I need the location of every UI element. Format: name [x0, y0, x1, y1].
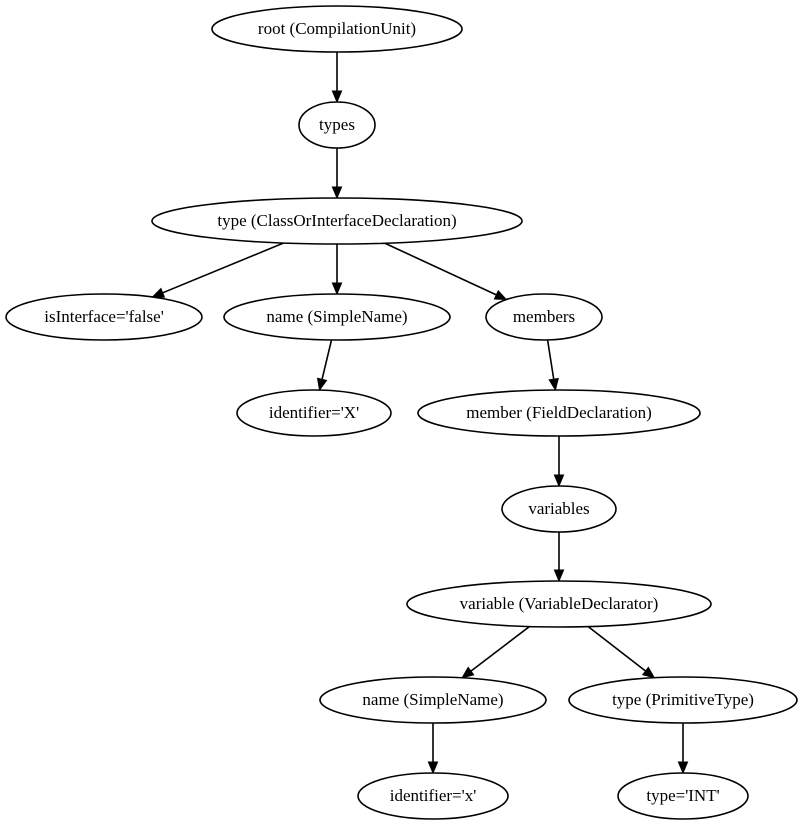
edge-arrowhead-icon [553, 474, 565, 488]
graph-node-type_cid[interactable]: type (ClassOrInterfaceDeclaration) [151, 197, 523, 245]
node-ellipse-type_INT [617, 772, 749, 820]
node-label-name_simple2: name (SimpleName) [362, 690, 503, 709]
node-label-members: members [513, 307, 575, 326]
graph-edge [321, 339, 333, 380]
node-label-ident_X: identifier='X' [269, 403, 359, 422]
edges-layer [151, 52, 689, 775]
node-label-type_cid: type (ClassOrInterfaceDeclaration) [217, 211, 456, 230]
edge-arrowhead-icon [548, 377, 559, 392]
node-ellipse-type_prim [568, 676, 798, 724]
node-label-type_INT: type='INT' [646, 786, 719, 805]
edge-arrowhead-icon [331, 90, 343, 104]
node-label-ident_x: identifier='x' [390, 786, 477, 805]
node-label-isinterface: isInterface='false' [44, 307, 164, 326]
node-ellipse-variable_vd [406, 580, 712, 628]
node-ellipse-isinterface [5, 293, 203, 341]
node-ellipse-type_cid [151, 197, 523, 245]
graph-node-isinterface[interactable]: isInterface='false' [5, 293, 203, 341]
graph-edge [162, 242, 284, 294]
edge-arrowhead-icon [427, 761, 439, 775]
edge-arrowhead-icon [493, 289, 508, 301]
graph-node-type_INT[interactable]: type='INT' [617, 772, 749, 820]
node-label-name_simple: name (SimpleName) [266, 307, 407, 326]
node-label-member_fd: member (FieldDeclaration) [466, 403, 652, 422]
graph-edge [587, 625, 647, 672]
node-ellipse-name_simple2 [319, 676, 547, 724]
node-ellipse-ident_X [236, 389, 392, 437]
node-ellipse-name_simple [223, 293, 451, 341]
nodes-layer: root (CompilationUnit) types type (ClassOr… [5, 5, 798, 820]
graph-node-root[interactable]: root (CompilationUnit) [211, 5, 463, 53]
node-label-variables: variables [528, 499, 589, 518]
graph-node-variable_vd[interactable]: variable (VariableDeclarator) [406, 580, 712, 628]
edge-arrowhead-icon [461, 666, 475, 679]
node-label-root: root (CompilationUnit) [258, 19, 416, 38]
edge-arrowhead-icon [553, 569, 565, 583]
graph-node-name_simple2[interactable]: name (SimpleName) [319, 676, 547, 724]
node-label-type_prim: type (PrimitiveType) [612, 690, 754, 709]
graph-node-name_simple[interactable]: name (SimpleName) [223, 293, 451, 341]
edge-arrowhead-icon [151, 287, 166, 298]
graph-node-members[interactable]: members [485, 293, 603, 341]
node-ellipse-types [298, 101, 376, 149]
node-ellipse-member_fd [417, 389, 701, 437]
graph-edge [470, 625, 530, 672]
graph-node-ident_X[interactable]: identifier='X' [236, 389, 392, 437]
edge-arrowhead-icon [641, 666, 656, 679]
node-ellipse-root [211, 5, 463, 53]
graph-node-types[interactable]: types [298, 101, 376, 149]
node-label-variable_vd: variable (VariableDeclarator) [460, 594, 659, 613]
graph-node-variables[interactable]: variables [501, 485, 617, 533]
node-label-types: types [319, 115, 355, 134]
graph-edge [384, 242, 497, 296]
edge-arrowhead-icon [331, 186, 343, 200]
graph-node-ident_x[interactable]: identifier='x' [357, 772, 509, 820]
node-ellipse-ident_x [357, 772, 509, 820]
graph-node-member_fd[interactable]: member (FieldDeclaration) [417, 389, 701, 437]
graph-node-type_prim[interactable]: type (PrimitiveType) [568, 676, 798, 724]
edge-arrowhead-icon [331, 282, 343, 296]
graph-edge [546, 339, 555, 380]
node-ellipse-variables [501, 485, 617, 533]
node-ellipse-members [485, 293, 603, 341]
edge-arrowhead-icon [677, 761, 689, 775]
edge-arrowhead-icon [316, 377, 328, 392]
